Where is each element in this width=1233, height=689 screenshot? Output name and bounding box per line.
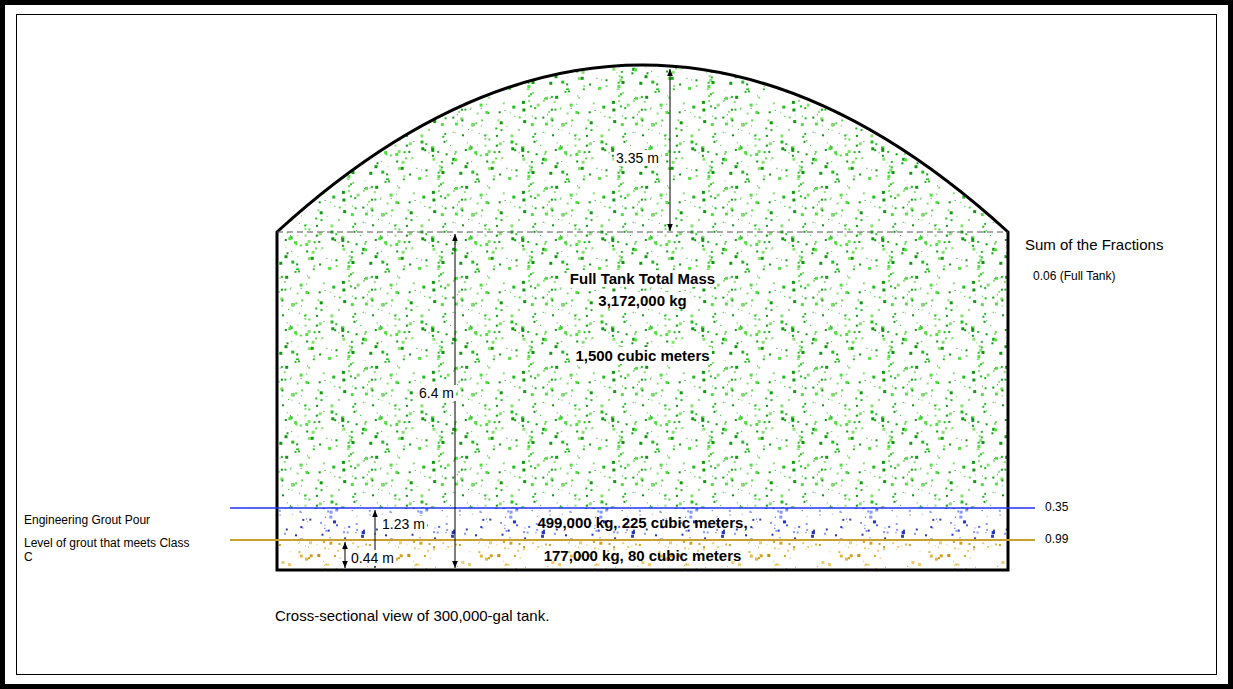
band-data-text: 177,000 kg, 80 cubic meters: [544, 547, 742, 564]
dimension-label: 3.35 m: [614, 150, 661, 166]
dimension-label: 1.23 m: [380, 516, 427, 532]
dimension-arrow: [670, 69, 671, 231]
outer-frame: [3, 3, 1231, 687]
level-label: Engineering Grout Pour: [24, 514, 150, 528]
band-data-text: 499,000 kg, 225 cubic meters,: [537, 514, 747, 531]
dimension-arrow: [345, 542, 346, 568]
level-label: Level of grout that meets Class C: [24, 537, 196, 565]
waste-fill: [277, 65, 1008, 508]
dimension-label: 6.4 m: [417, 385, 456, 401]
class-c-grout-fill: [277, 540, 1008, 570]
tank-data-text: 1,500 cubic meters: [573, 347, 711, 364]
tank-data-text: 3,172,000 kg: [596, 292, 688, 309]
column-heading: Sum of the Fractions: [1025, 236, 1163, 253]
class-c-line: [230, 539, 1035, 541]
grout-pour-line: [230, 507, 1035, 509]
inner-frame: [17, 15, 1217, 675]
fraction-value: 0.06 (Full Tank): [1033, 270, 1115, 284]
fraction-value: 0.99: [1045, 533, 1068, 547]
engineering-grout-fill: [277, 508, 1008, 540]
dome-base-line: [277, 232, 1008, 233]
figure-caption: Cross-sectional view of 300,000-gal tank…: [275, 607, 549, 624]
fraction-value: 0.35: [1045, 501, 1068, 515]
tank-data-text: Full Tank Total Mass: [568, 270, 717, 287]
tank-outline: [277, 65, 1008, 570]
dimension-label: 0.44 m: [349, 550, 396, 566]
